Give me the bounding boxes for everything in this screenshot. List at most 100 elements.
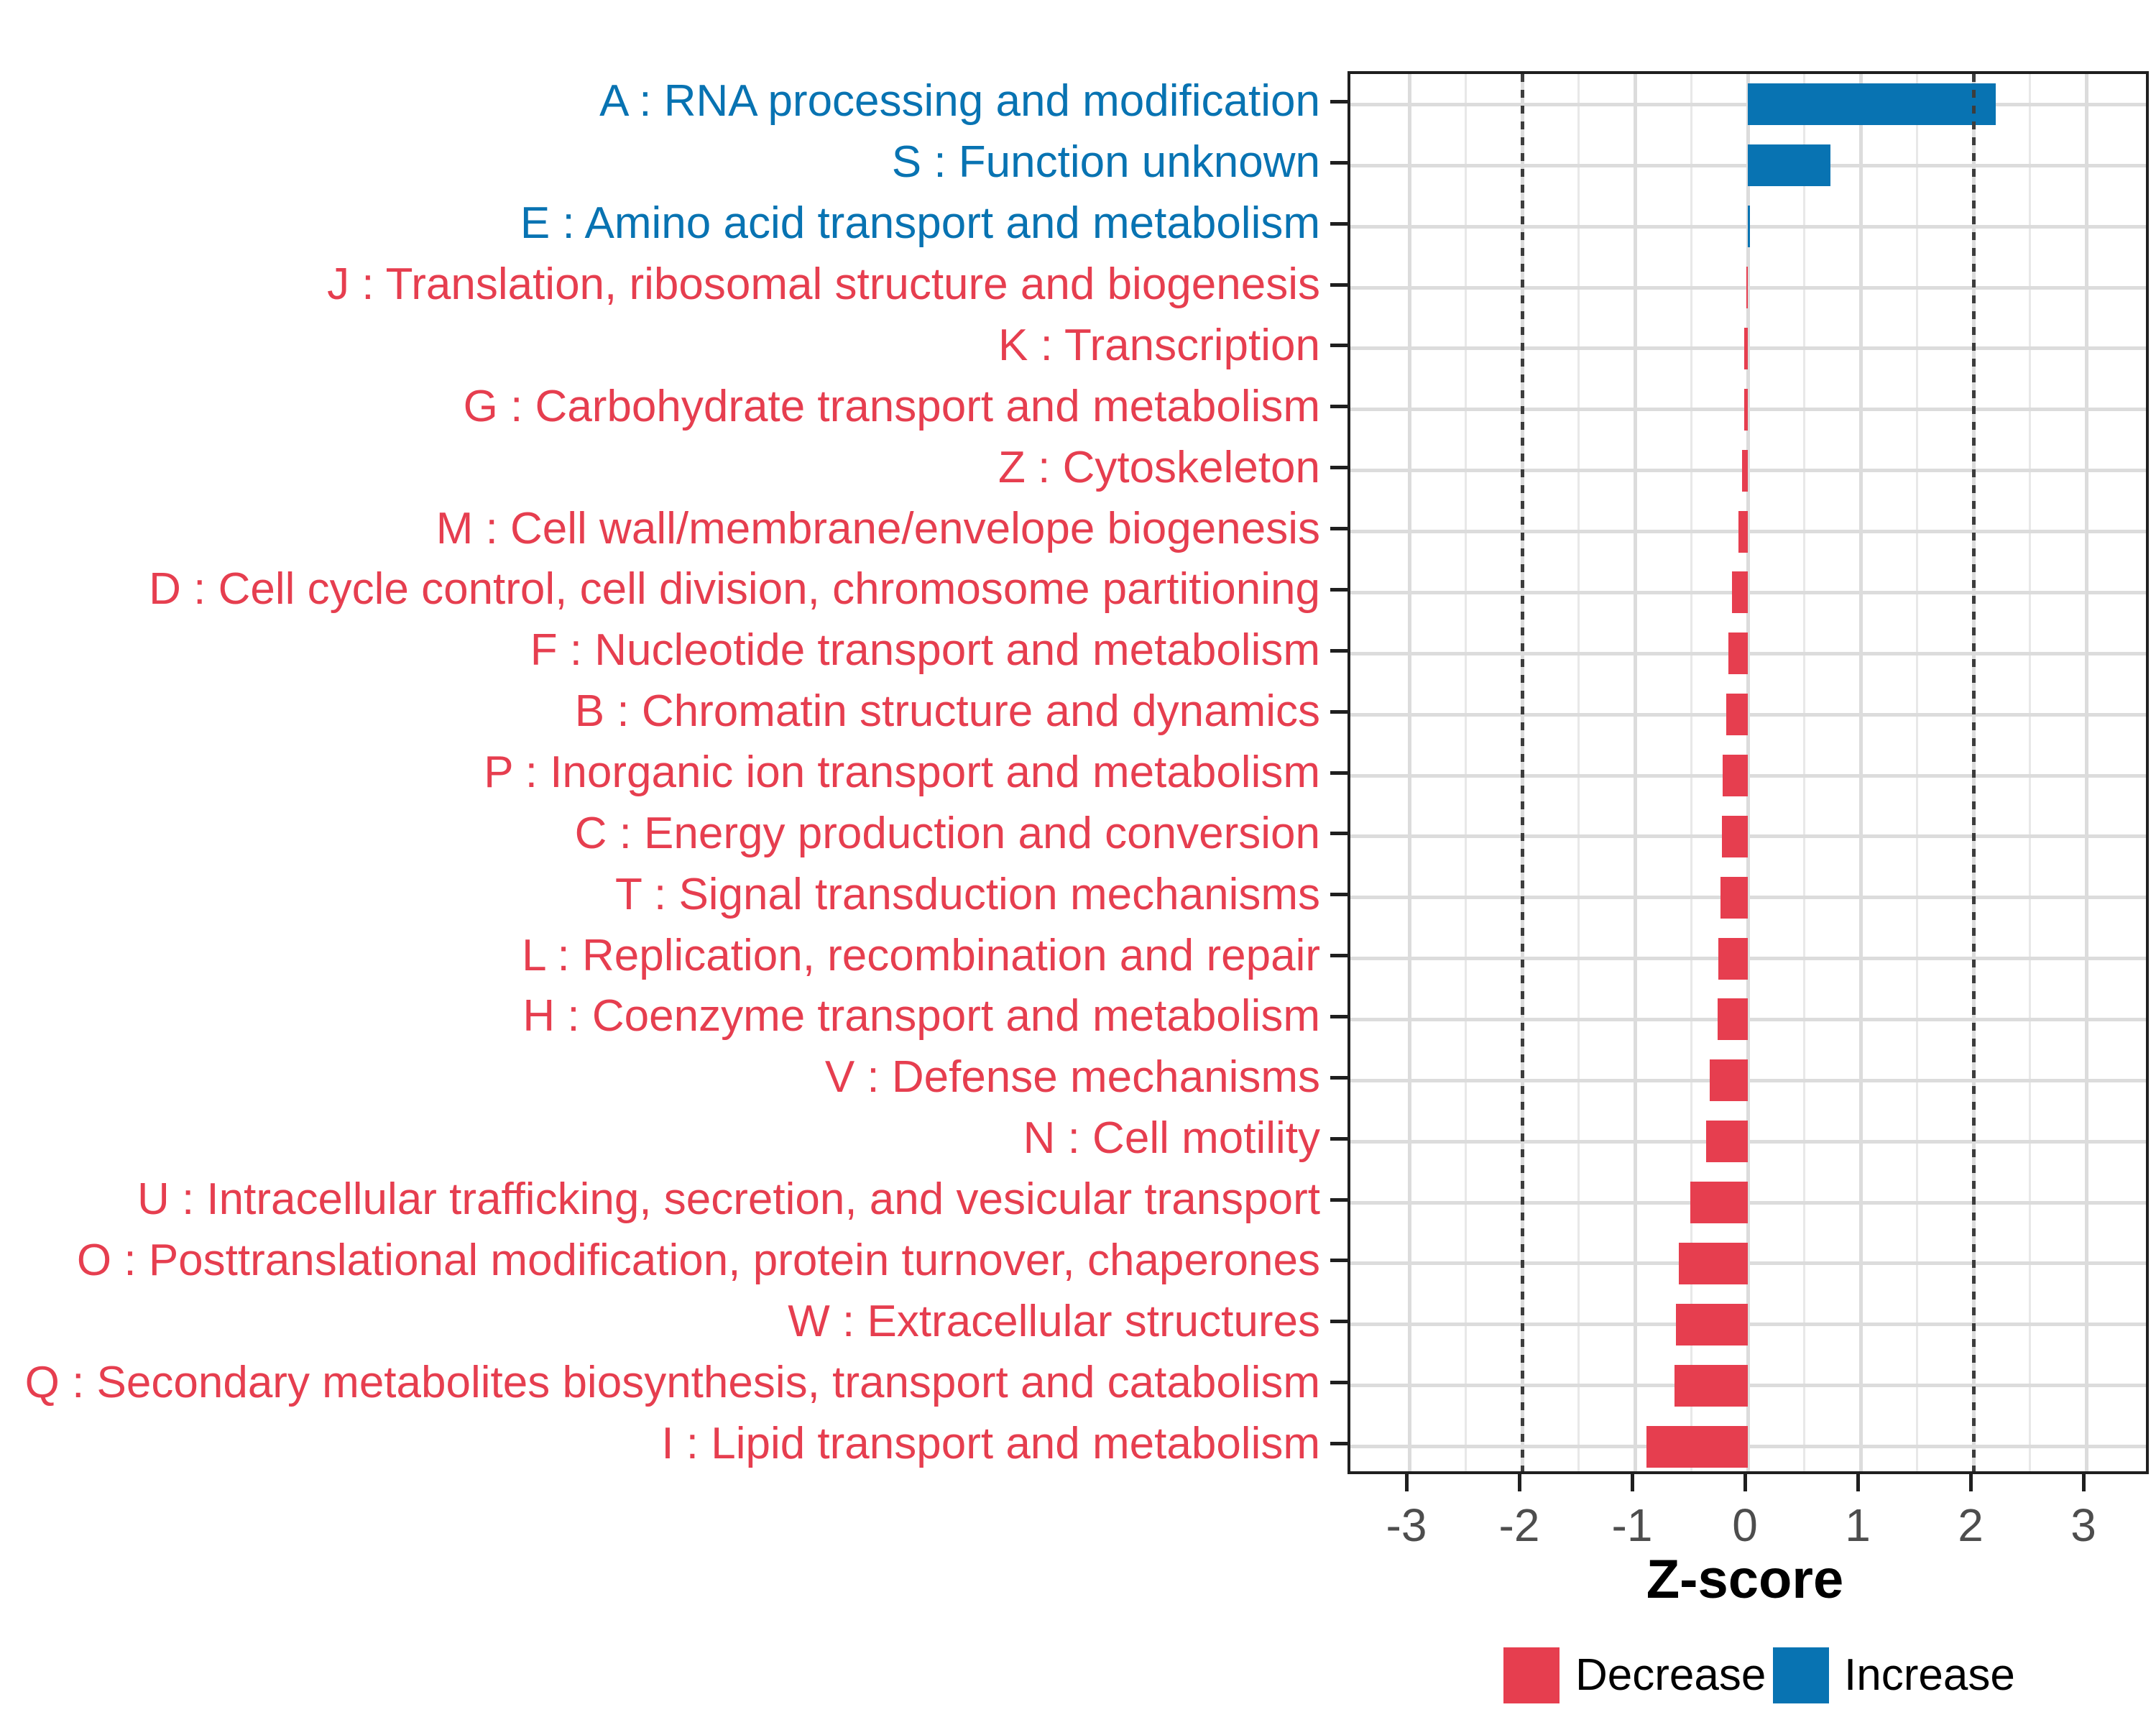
y-axis-tick bbox=[1330, 1442, 1348, 1446]
bar-H bbox=[1717, 998, 1748, 1041]
gridline-major-vertical bbox=[1858, 74, 1863, 1471]
gridline-row bbox=[1350, 408, 2146, 412]
gridline-row bbox=[1350, 469, 2146, 473]
bar-I bbox=[1646, 1425, 1748, 1468]
gridline-row bbox=[1350, 285, 2146, 290]
gridline-minor-vertical bbox=[2029, 74, 2031, 1471]
category-label-D: D : Cell cycle control, cell division, c… bbox=[149, 564, 1320, 615]
category-label-G: G : Carbohydrate transport and metabolis… bbox=[463, 381, 1320, 431]
x-axis-tick bbox=[1517, 1474, 1521, 1491]
x-axis-title: Z-score bbox=[1646, 1549, 1844, 1610]
gridline-row bbox=[1350, 1078, 2146, 1082]
gridline-row bbox=[1350, 1200, 2146, 1205]
bar-Z bbox=[1742, 449, 1748, 492]
reference-line-dashed bbox=[1971, 74, 1976, 1471]
y-axis-tick bbox=[1330, 1381, 1348, 1385]
category-label-Z: Z : Cytoskeleton bbox=[998, 442, 1320, 492]
y-axis-tick bbox=[1330, 587, 1348, 592]
gridline-row bbox=[1350, 1017, 2146, 1021]
x-axis-tick bbox=[1404, 1474, 1409, 1491]
y-axis-tick bbox=[1330, 954, 1348, 958]
gridline-row bbox=[1350, 530, 2146, 534]
bar-K bbox=[1744, 327, 1748, 369]
bar-D bbox=[1732, 571, 1748, 614]
y-axis-tick bbox=[1330, 405, 1348, 409]
category-label-S: S : Function unknown bbox=[891, 137, 1320, 188]
x-tick-label: 2 bbox=[1958, 1499, 1984, 1551]
bar-U bbox=[1690, 1182, 1748, 1224]
category-label-K: K : Transcription bbox=[998, 320, 1320, 370]
category-label-F: F : Nucleotide transport and metabolism bbox=[530, 625, 1320, 676]
y-axis-tick bbox=[1330, 1320, 1348, 1324]
bar-G bbox=[1744, 388, 1748, 431]
category-label-M: M : Cell wall/membrane/envelope biogenes… bbox=[436, 503, 1320, 553]
bar-P bbox=[1723, 755, 1748, 796]
category-label-J: J : Translation, ribosomal structure and… bbox=[327, 259, 1320, 310]
gridline-row bbox=[1350, 834, 2146, 839]
bar-N bbox=[1705, 1121, 1748, 1163]
category-label-O: O : Posttranslational modification, prot… bbox=[76, 1235, 1320, 1285]
bar-M bbox=[1738, 510, 1748, 553]
plot-panel bbox=[1348, 71, 2149, 1474]
y-axis-tick bbox=[1330, 832, 1348, 836]
y-axis-tick bbox=[1330, 282, 1348, 287]
x-tick-label: -2 bbox=[1498, 1499, 1540, 1551]
y-axis-tick bbox=[1330, 160, 1348, 165]
legend-label-increase: Increase bbox=[1844, 1650, 2015, 1700]
y-axis-tick bbox=[1330, 466, 1348, 470]
y-axis-tick bbox=[1330, 344, 1348, 348]
y-axis-tick bbox=[1330, 99, 1348, 104]
bar-F bbox=[1728, 632, 1748, 675]
category-label-N: N : Cell motility bbox=[1023, 1113, 1320, 1164]
category-label-W: W : Extracellular structures bbox=[788, 1296, 1320, 1346]
y-axis-tick bbox=[1330, 1075, 1348, 1080]
y-axis-tick bbox=[1330, 1259, 1348, 1263]
x-tick-label: -1 bbox=[1611, 1499, 1653, 1551]
bar-J bbox=[1746, 267, 1748, 309]
y-axis-tick bbox=[1330, 221, 1348, 226]
bar-O bbox=[1679, 1242, 1748, 1284]
bar-E bbox=[1748, 206, 1751, 248]
gridline-row bbox=[1350, 1261, 2146, 1266]
x-axis-tick bbox=[1630, 1474, 1634, 1491]
bar-W bbox=[1675, 1303, 1748, 1346]
gridline-major-vertical bbox=[2084, 74, 2088, 1471]
bar-L bbox=[1718, 937, 1748, 980]
category-label-H: H : Coenzyme transport and metabolism bbox=[522, 991, 1320, 1041]
y-axis-tick bbox=[1330, 648, 1348, 653]
y-axis-tick bbox=[1330, 893, 1348, 897]
x-axis-tick bbox=[1856, 1474, 1860, 1491]
bar-A bbox=[1748, 83, 1996, 126]
category-label-I: I : Lipid transport and metabolism bbox=[661, 1418, 1320, 1468]
gridline-minor-vertical bbox=[1916, 74, 1918, 1471]
y-axis-tick bbox=[1330, 1197, 1348, 1202]
category-label-U: U : Intracellular trafficking, secretion… bbox=[137, 1174, 1320, 1225]
bar-Q bbox=[1674, 1364, 1748, 1407]
gridline-row bbox=[1350, 651, 2146, 656]
gridline-row bbox=[1350, 773, 2146, 778]
gridline-major-vertical bbox=[1407, 74, 1411, 1471]
category-label-Q: Q : Secondary metabolites biosynthesis, … bbox=[24, 1357, 1320, 1407]
reference-line-dashed bbox=[1520, 74, 1524, 1471]
gridline-minor-vertical bbox=[1690, 74, 1692, 1471]
bar-T bbox=[1720, 876, 1748, 919]
legend-key-decrease-swatch bbox=[1503, 1647, 1560, 1703]
x-axis-tick bbox=[1968, 1474, 1973, 1491]
bar-B bbox=[1726, 694, 1748, 736]
y-axis-tick bbox=[1330, 770, 1348, 775]
gridline-minor-vertical bbox=[1465, 74, 1467, 1471]
legend-key-increase-swatch bbox=[1773, 1647, 1829, 1703]
legend-label-decrease: Decrease bbox=[1575, 1650, 1766, 1700]
gridline-row bbox=[1350, 346, 2146, 351]
gridline-row bbox=[1350, 712, 2146, 717]
gridline-row bbox=[1350, 1384, 2146, 1388]
y-axis-tick bbox=[1330, 1014, 1348, 1018]
category-label-L: L : Replication, recombination and repai… bbox=[522, 930, 1320, 980]
category-label-C: C : Energy production and conversion bbox=[574, 808, 1320, 858]
gridline-row bbox=[1350, 1322, 2146, 1327]
category-label-T: T : Signal transduction mechanisms bbox=[615, 869, 1320, 919]
x-tick-label: 3 bbox=[2070, 1499, 2096, 1551]
gridline-major-vertical bbox=[1746, 74, 1750, 1471]
gridline-minor-vertical bbox=[1577, 74, 1580, 1471]
